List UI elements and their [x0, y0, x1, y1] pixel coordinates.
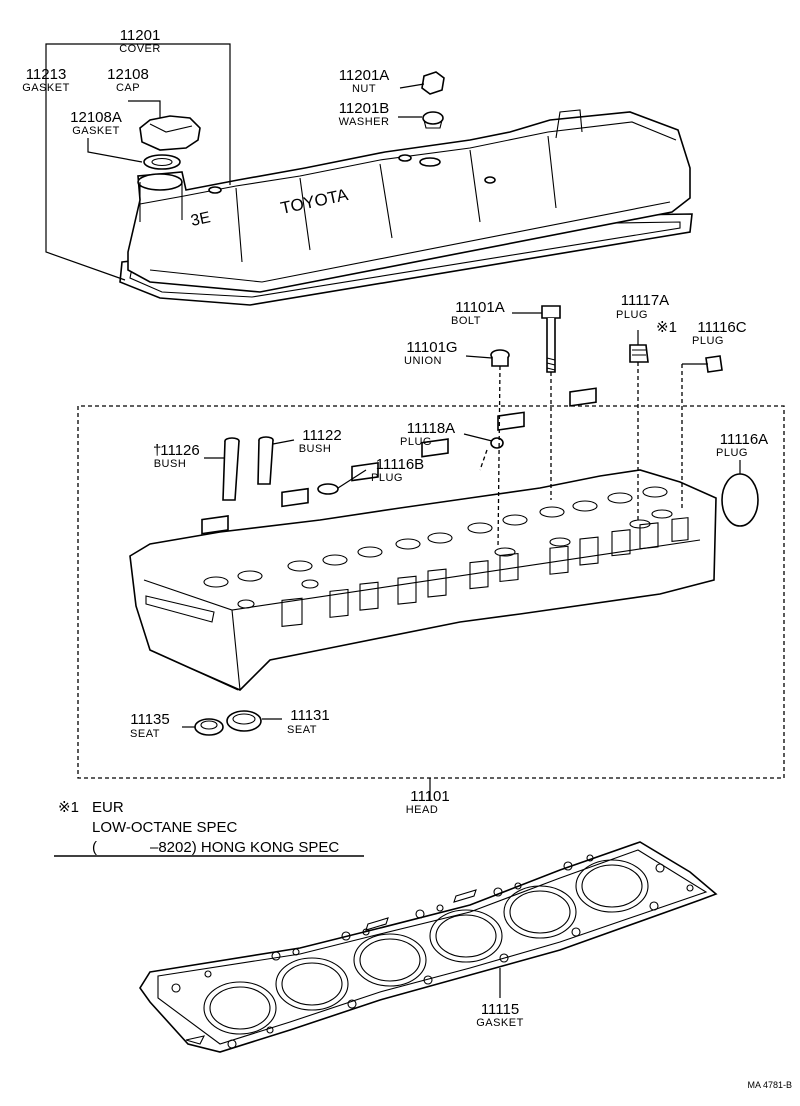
leader-11116b	[337, 469, 367, 489]
part-name: GASKET	[476, 1017, 524, 1029]
callout-11118a: 11118A PLUG	[400, 420, 455, 448]
nut-washer-drawing	[421, 71, 445, 129]
callout-11115: 11115 GASKET	[476, 1001, 524, 1029]
part-number: 11115	[481, 1001, 519, 1018]
part-number: 11116B	[376, 456, 424, 473]
callout-11126: † 11126 BUSH	[153, 442, 200, 470]
part-number: 11213	[26, 66, 67, 83]
part-name: WASHER	[339, 116, 390, 128]
callout-11101g: 11101G UNION	[404, 339, 458, 367]
part-name: COVER	[119, 43, 161, 55]
part-name: UNION	[404, 355, 442, 367]
footnote: ※1 EUR LOW-OCTANE SPEC ( –8202) HONG KON…	[54, 799, 364, 857]
part-number: 11118A	[407, 420, 455, 437]
part-number: 11116A	[720, 431, 768, 448]
plug-11118a-drawing	[490, 437, 504, 449]
callout-11116a: 11116A PLUG	[716, 431, 768, 459]
part-name: PLUG	[716, 447, 748, 459]
callout-11116b: 11116B PLUG	[371, 456, 424, 484]
callout-11201a: 11201A NUT	[339, 67, 390, 95]
callout-11131: 11131 SEAT	[287, 707, 330, 736]
oil-filler-cap-drawing	[139, 115, 201, 170]
part-number: 11116C	[697, 319, 746, 336]
part-name: CAP	[116, 82, 140, 94]
part-number: 11126	[160, 442, 200, 459]
diagram-code: MA 4781-B	[747, 1080, 792, 1090]
union-drawing	[490, 349, 510, 367]
note-marker: ※1	[58, 799, 79, 816]
callout-11117a: 11117A PLUG	[616, 292, 669, 321]
part-number: 11135	[130, 711, 170, 728]
part-number: 12108A	[70, 109, 122, 126]
plug-11116b-drawing	[317, 483, 339, 495]
valve-cover-drawing: TOYOTA 3E	[127, 109, 691, 293]
seat-11131-drawing	[226, 710, 262, 732]
part-name: PLUG	[616, 309, 648, 321]
seat-11135-drawing	[194, 718, 224, 736]
dash-11101g	[497, 365, 501, 549]
head-boundary	[77, 405, 785, 779]
plug-11116c-drawing	[705, 355, 723, 373]
callout-11201b: 11201B WASHER	[339, 100, 390, 128]
callout-11101: 11101 HEAD	[406, 788, 450, 816]
note-line-3: –8202) HONG KONG SPEC	[150, 839, 339, 856]
callout-11213: 11213 GASKET	[22, 66, 70, 94]
part-name: BUSH	[299, 443, 332, 455]
part-number: 11101G	[406, 339, 457, 356]
part-name: PLUG	[400, 436, 432, 448]
callout-12108a: 12108A GASKET	[70, 109, 122, 137]
part-name: HEAD	[406, 804, 439, 816]
part-number: 11131	[290, 707, 330, 724]
part-name: PLUG	[692, 335, 724, 347]
part-number: 12108	[107, 66, 149, 83]
part-number: 11201B	[339, 100, 390, 117]
callout-11135: 11135 SEAT	[130, 711, 170, 740]
note-line-3-open: (	[92, 839, 97, 856]
part-name: BUSH	[154, 458, 187, 470]
leader-11122	[272, 439, 295, 445]
callout-11116c: ※1 11116C PLUG	[656, 319, 747, 347]
leader-11201	[140, 43, 231, 185]
callout-12108: 12108 CAP	[107, 66, 149, 94]
leader-11101g	[465, 355, 493, 359]
plug-11117a-drawing	[629, 344, 649, 363]
bolt-drawing	[541, 305, 561, 373]
callout-11101a: 11101A BOLT	[451, 299, 505, 327]
bush-11126-drawing	[222, 437, 240, 501]
plug-11116a-drawing	[721, 473, 759, 527]
note-line-2: LOW-OCTANE SPEC	[92, 819, 237, 836]
bush-11122-drawing	[257, 436, 274, 485]
svg-text:3E: 3E	[189, 209, 212, 230]
callout-11122: 11122 BUSH	[299, 427, 342, 455]
part-number: 11101A	[455, 299, 505, 316]
leader-11118a	[463, 433, 493, 442]
cylinder-head-drawing	[129, 387, 717, 691]
part-number: 11201A	[339, 67, 390, 84]
part-name: GASKET	[72, 125, 120, 137]
leader-12108	[128, 100, 161, 118]
part-name: SEAT	[130, 728, 160, 740]
leader-11213	[45, 43, 140, 281]
leader-11201a	[399, 83, 425, 89]
part-name: PLUG	[371, 472, 403, 484]
note-marker: ※1	[656, 319, 677, 336]
part-number: 11117A	[621, 292, 669, 309]
part-name: SEAT	[287, 724, 317, 736]
part-number: 11122	[302, 427, 342, 444]
note-line-1: EUR	[92, 799, 124, 816]
part-name: NUT	[352, 83, 376, 95]
part-name: BOLT	[451, 315, 481, 327]
part-prefix: †	[153, 442, 161, 459]
dash-11118a	[479, 449, 488, 471]
head-gasket-drawing	[139, 841, 718, 1053]
leader-12108a	[87, 138, 143, 163]
part-name: GASKET	[22, 82, 70, 94]
part-number: 11101	[410, 788, 450, 805]
callout-11201: 11201 COVER	[119, 27, 161, 55]
part-number: 11201	[120, 27, 161, 44]
